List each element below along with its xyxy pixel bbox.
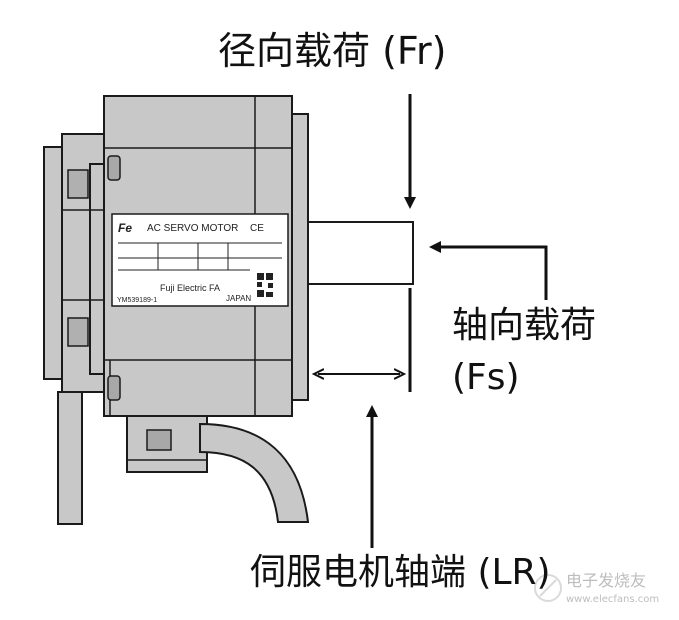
maker-logo: Fe bbox=[118, 221, 132, 235]
front-flange bbox=[291, 113, 309, 401]
watermark-logo bbox=[534, 574, 562, 602]
power-cable bbox=[199, 422, 310, 523]
shaft-end-label: 伺服电机轴端 (LR) bbox=[250, 552, 551, 593]
maker-name: Fuji Electric FA bbox=[160, 283, 220, 293]
axial-load-arrow bbox=[429, 241, 548, 300]
radial-load-label: 径向载荷 (Fr) bbox=[218, 29, 447, 73]
model-number: YM539189-1 bbox=[117, 297, 157, 304]
qr-code bbox=[257, 273, 273, 297]
axial-load-label: 轴向载荷 bbox=[452, 305, 597, 346]
cable-conduit bbox=[57, 391, 83, 525]
watermark-url: www.elecfans.com bbox=[566, 594, 660, 605]
nameplate-title: AC SERVO MOTOR bbox=[147, 223, 238, 234]
watermark-text: 电子发烧友 bbox=[566, 571, 647, 590]
motor-shaft bbox=[307, 221, 414, 285]
country-label: JAPAN bbox=[226, 294, 251, 303]
ce-mark: CE bbox=[250, 223, 264, 234]
nameplate: Fe AC SERVO MOTOR CE Fuji Electric FA YM… bbox=[111, 213, 289, 307]
axial-load-symbol: (Fs) bbox=[452, 357, 520, 398]
